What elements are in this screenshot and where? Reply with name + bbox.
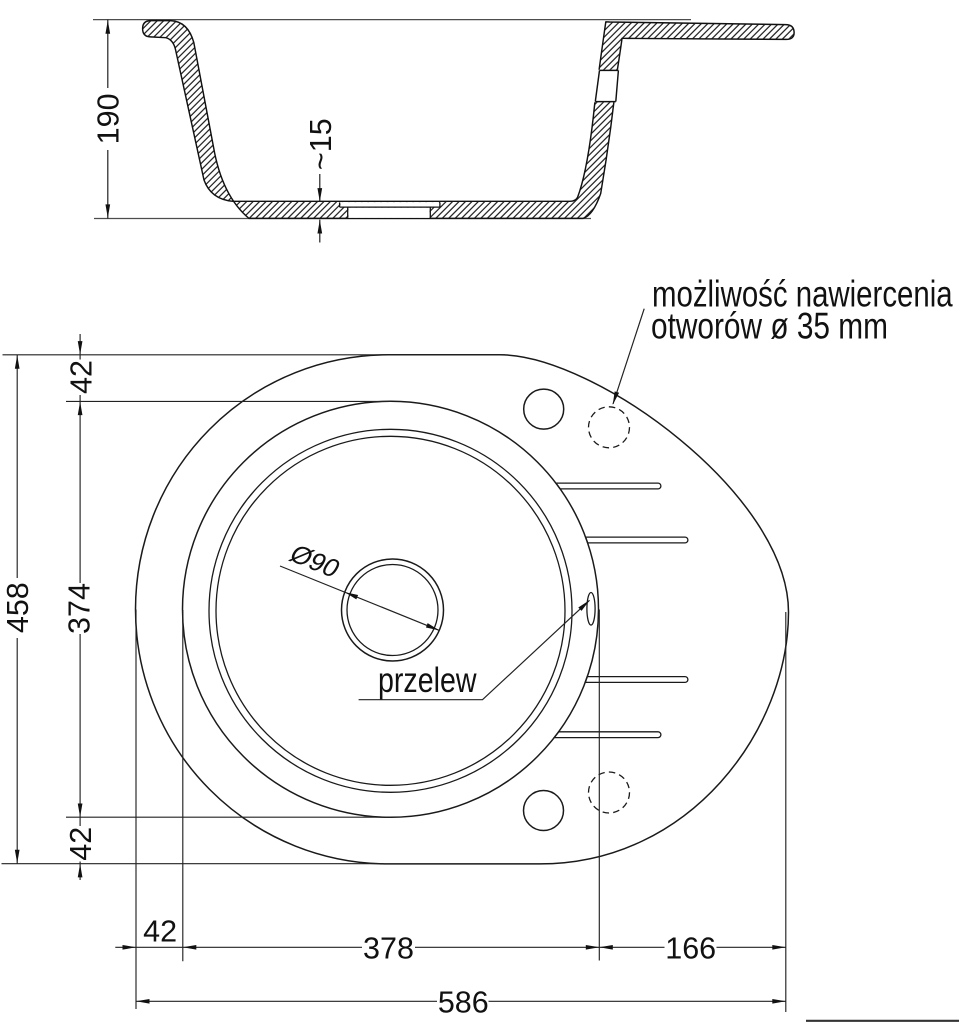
- svg-text:458: 458: [1, 582, 35, 633]
- svg-text:możliwość nawiercenia: możliwość nawiercenia: [652, 274, 953, 315]
- svg-text:42: 42: [65, 360, 99, 394]
- svg-text:378: 378: [363, 931, 414, 965]
- svg-text:166: 166: [665, 931, 716, 965]
- svg-text:374: 374: [62, 583, 96, 634]
- svg-text:190: 190: [92, 93, 126, 144]
- svg-text:przelew: przelew: [378, 660, 477, 700]
- svg-text:~15: ~15: [304, 118, 338, 170]
- svg-text:42: 42: [64, 827, 98, 861]
- svg-text:otworów ø 35 mm: otworów ø 35 mm: [651, 306, 888, 347]
- svg-text:42: 42: [143, 915, 177, 949]
- svg-text:586: 586: [438, 986, 489, 1020]
